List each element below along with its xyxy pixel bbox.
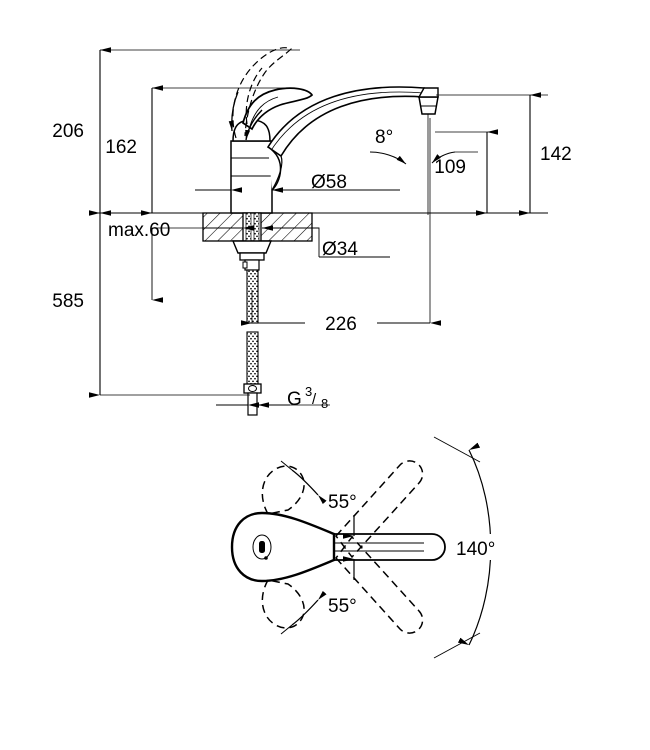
lever-handle-raised-ghost xyxy=(232,47,293,139)
dimension-label-585: 585 xyxy=(52,291,84,312)
faucet-body xyxy=(230,119,273,214)
handle-plan-body xyxy=(230,511,336,583)
dimension-spout-reach: 226 xyxy=(241,118,441,335)
dimension-label-109: 109 xyxy=(434,157,466,178)
dimension-label-d34: Ø34 xyxy=(322,239,358,260)
plan-view: 55° 55° 140° xyxy=(230,436,524,659)
dimension-label-162: 162 xyxy=(105,137,137,158)
dimension-label-thread-denominator: 8 xyxy=(321,396,328,411)
dimension-label-thread-slash: / xyxy=(312,391,317,408)
flexible-hose xyxy=(243,269,262,416)
handle-slot-mark xyxy=(259,541,265,553)
dimension-label-142: 142 xyxy=(540,144,572,165)
dimension-lever-height: 162 xyxy=(105,85,290,216)
dimension-label-140deg: 140° xyxy=(456,539,495,560)
side-elevation-view: 206 162 585 max.60 Ø58 xyxy=(52,47,572,416)
dimension-label-thread-g: G xyxy=(287,389,302,410)
dimension-aerator-height: 109 xyxy=(434,129,498,216)
dimension-label-d58: Ø58 xyxy=(311,172,347,193)
dimension-swivel-upper: 55° xyxy=(280,460,357,539)
dimension-deck-thickness: max.60 xyxy=(108,220,312,303)
dimension-label-226: 226 xyxy=(325,314,357,335)
dimension-spout-angle: 8° xyxy=(369,114,478,215)
dimension-label-thread-numerator: 3 xyxy=(305,384,312,399)
dimension-total-height: 206 xyxy=(52,47,300,216)
spout-center-position xyxy=(329,533,446,561)
dimension-label-206: 206 xyxy=(52,121,84,142)
aerator xyxy=(418,96,439,115)
dimension-body-diameter: Ø58 xyxy=(195,172,400,193)
dimension-label-55-upper: 55° xyxy=(328,492,357,513)
dimension-spout-height: 142 xyxy=(436,92,572,216)
dimension-below-deck-length: 585 xyxy=(52,210,250,398)
dimension-shank-diameter: Ø34 xyxy=(262,227,390,260)
dimension-label-8deg: 8° xyxy=(375,127,393,148)
dimension-thread-size: G 3 / 8 xyxy=(216,384,330,411)
lever-handle xyxy=(242,87,314,131)
dimension-label-max60: max.60 xyxy=(108,220,170,241)
mounting-nut xyxy=(231,240,273,254)
spout-swivel-ghosts xyxy=(261,460,424,634)
lever-rotation-arrow xyxy=(228,91,263,141)
dimension-label-55-lower: 55° xyxy=(328,596,357,617)
faucet-spout xyxy=(266,86,439,191)
dimension-swivel-lower: 55° xyxy=(280,556,357,635)
dimension-swivel-total: 140° xyxy=(433,436,524,659)
